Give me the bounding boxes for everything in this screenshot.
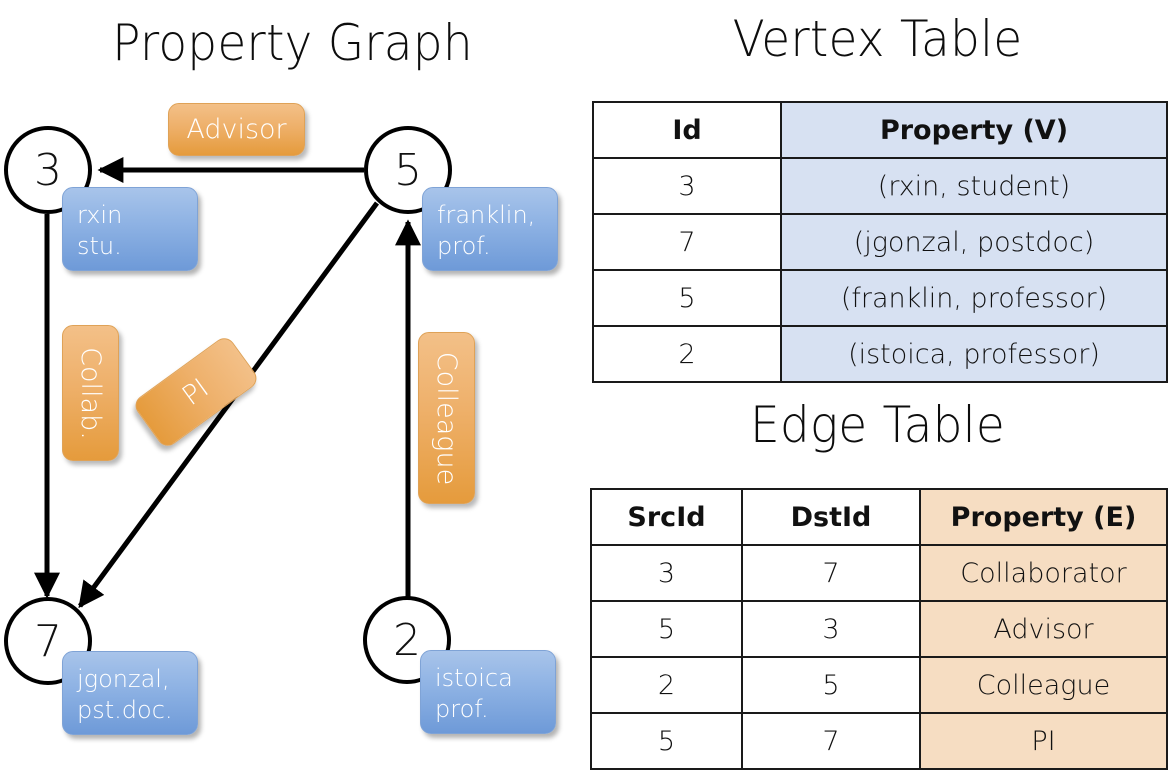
table-row: 3 7 Collaborator: [590, 544, 1168, 602]
vertex-property-box-3[interactable]: rxin stu.: [62, 187, 198, 271]
vertex-id-cell: 7: [592, 213, 782, 271]
edge-property-cell: Advisor: [919, 600, 1168, 658]
edge-label-collab[interactable]: Collab.: [62, 325, 119, 461]
edge-property-cell: PI: [919, 712, 1168, 770]
vertex-property-box-7[interactable]: jgonzal, pst.doc.: [62, 651, 198, 735]
edge-label-colleague-text: Colleague: [431, 351, 462, 485]
vertex-node-5-label: 5: [394, 144, 422, 196]
edge-property-cell: Colleague: [919, 656, 1168, 714]
vertex-node-2-label: 2: [393, 614, 421, 666]
column-header-property-e: Property (E): [919, 488, 1168, 546]
page-title-edge-table: Edge Table: [749, 396, 1006, 454]
table-header-row: SrcId DstId Property (E): [590, 488, 1168, 546]
table-row: 3 (rxin, student): [592, 157, 1168, 215]
vertex-property-cell: (jgonzal, postdoc): [780, 213, 1168, 271]
property-graph-panel: Property Graph 3 5 7 2 rxin stu. frankli…: [0, 0, 585, 760]
edge-label-colleague[interactable]: Colleague: [418, 332, 475, 504]
edge-srcid-cell: 3: [590, 544, 743, 602]
column-header-srcid: SrcId: [590, 488, 743, 546]
edge-label-pi-text: PI: [177, 372, 215, 412]
edge-srcid-cell: 2: [590, 656, 743, 714]
edge-5-to-7: [77, 201, 380, 609]
vertex-node-7-label: 7: [34, 615, 62, 667]
table-row: 2 (istoica, professor): [592, 325, 1168, 383]
vertex-property-box-2[interactable]: istoica prof.: [420, 650, 556, 734]
vertex-property-cell: (rxin, student): [780, 157, 1168, 215]
table-row: 7 (jgonzal, postdoc): [592, 213, 1168, 271]
vertex-id-cell: 3: [592, 157, 782, 215]
edge-srcid-cell: 5: [590, 712, 743, 770]
graph-edges: [34, 157, 421, 609]
edge-dstid-cell: 7: [741, 544, 921, 602]
edge-dstid-cell: 7: [741, 712, 921, 770]
vertex-node-5[interactable]: 5: [364, 126, 452, 214]
vertex-node-2[interactable]: 2: [363, 596, 451, 684]
edge-dstid-cell: 5: [741, 656, 921, 714]
column-header-dstid: DstId: [741, 488, 921, 546]
vertex-id-cell: 5: [592, 269, 782, 327]
vertex-node-3-label: 3: [34, 144, 62, 196]
edge-table: SrcId DstId Property (E) 3 7 Collaborato…: [590, 488, 1168, 770]
edge-dstid-cell: 3: [741, 600, 921, 658]
vertex-table: Id Property (V) 3 (rxin, student) 7 (jgo…: [592, 101, 1168, 383]
column-header-id: Id: [592, 101, 782, 159]
table-row: 5 3 Advisor: [590, 600, 1168, 658]
table-row: 5 (franklin, professor): [592, 269, 1168, 327]
edge-property-cell: Collaborator: [919, 544, 1168, 602]
page-title-vertex-table: Vertex Table: [732, 10, 1023, 68]
edge-label-advisor[interactable]: Advisor: [168, 103, 305, 156]
edge-label-collab-text: Collab.: [75, 346, 106, 440]
table-row: 2 5 Colleague: [590, 656, 1168, 714]
edge-srcid-cell: 5: [590, 600, 743, 658]
vertex-property-box-5[interactable]: franklin, prof.: [422, 187, 558, 271]
table-header-row: Id Property (V): [592, 101, 1168, 159]
table-row: 5 7 PI: [590, 712, 1168, 770]
vertex-property-cell: (istoica, professor): [780, 325, 1168, 383]
vertex-id-cell: 2: [592, 325, 782, 383]
vertex-property-cell: (franklin, professor): [780, 269, 1168, 327]
column-header-property-v: Property (V): [780, 101, 1168, 159]
edge-label-advisor-text: Advisor: [186, 114, 287, 145]
page-title-property-graph: Property Graph: [112, 14, 473, 72]
